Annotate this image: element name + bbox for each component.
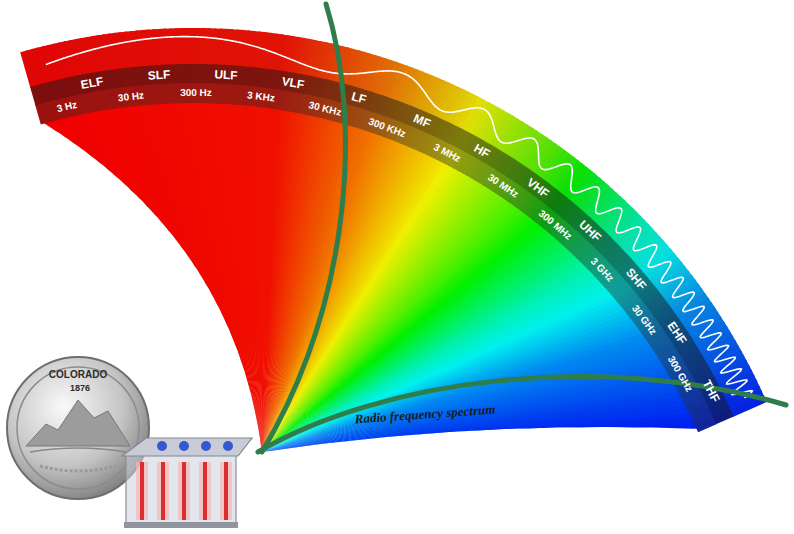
band-name: ULF xyxy=(214,68,238,81)
device-knob xyxy=(223,441,233,451)
fan-slice xyxy=(157,94,262,452)
fan-slice xyxy=(212,93,262,452)
coin-ring xyxy=(17,367,139,489)
fan-slice xyxy=(202,93,262,452)
device-tube-glow xyxy=(136,462,148,520)
device-tube-glow xyxy=(178,462,190,520)
band-name: UHF xyxy=(577,218,603,244)
frequency-label: 3 KHz xyxy=(246,90,275,103)
fan-slice xyxy=(172,93,262,452)
device-tube xyxy=(140,462,144,520)
device-tube xyxy=(161,462,165,520)
device-base xyxy=(124,522,238,528)
device-knob xyxy=(157,441,167,451)
fan-slice xyxy=(222,94,262,452)
fan-slice xyxy=(262,422,707,452)
fan-slice xyxy=(192,93,262,452)
coin-inscription xyxy=(40,466,116,471)
device-knob xyxy=(201,441,211,451)
band-name: EHF xyxy=(665,320,688,347)
frequency-label: 300 KHz xyxy=(367,116,407,139)
band-name: VHF xyxy=(525,176,551,200)
device-tube-glow xyxy=(157,462,169,520)
band-name: SHF xyxy=(624,266,649,292)
green-curve xyxy=(258,377,786,452)
frequency-label: 30 GHz xyxy=(630,303,658,336)
green-curve xyxy=(262,4,345,452)
fan-slice xyxy=(197,93,262,452)
fan-slice xyxy=(232,94,262,452)
caption: Radio frequency spectrum xyxy=(354,403,495,426)
device-tube xyxy=(203,462,207,520)
band-name: THF xyxy=(700,378,721,404)
fan-slice xyxy=(152,94,262,452)
coin-ground xyxy=(30,448,126,452)
frequency-label: 30 MHz xyxy=(486,172,520,199)
frequency-label: 300 MHz xyxy=(536,208,573,241)
device-lid xyxy=(122,438,252,456)
device-body xyxy=(126,455,236,525)
frequency-label: 3 GHz xyxy=(589,256,616,283)
band-name: MF xyxy=(411,112,432,130)
fan-slice xyxy=(227,94,262,452)
band-name: SLF xyxy=(147,68,170,81)
band-name: HF xyxy=(472,142,492,160)
fan-slice xyxy=(182,93,262,452)
frequency-label: 300 GHz xyxy=(665,354,693,393)
fan-slice xyxy=(167,93,262,452)
frequency-label: 30 Hz xyxy=(117,90,144,103)
band-segment xyxy=(695,418,716,433)
fan-slice xyxy=(162,94,262,453)
device-tube-glow xyxy=(199,462,211,520)
band-name: LF xyxy=(350,90,367,106)
frequency-label: 30 KHz xyxy=(307,100,342,118)
fan-slice xyxy=(207,93,262,452)
device-tube-glow xyxy=(220,462,232,520)
device-tube xyxy=(224,462,228,520)
spectrum-bands xyxy=(20,28,767,432)
frequency-label: 3 Hz xyxy=(55,100,77,114)
coin-year: 1876 xyxy=(70,384,90,393)
frequency-label: 300 Hz xyxy=(180,88,212,98)
frequency-label: 3 MHz xyxy=(431,142,461,164)
capacitor-device xyxy=(122,438,252,528)
fan-slice xyxy=(177,93,262,452)
device-knob xyxy=(179,441,189,451)
band-segment xyxy=(713,410,734,425)
band-name: VLF xyxy=(281,75,305,91)
wave-line xyxy=(46,37,753,398)
coin-text: COLORADO xyxy=(49,370,107,380)
fan-slice xyxy=(262,417,705,452)
band-name: ELF xyxy=(80,75,104,91)
fan-slice xyxy=(217,94,262,453)
coin-mountain xyxy=(26,400,130,446)
fan-slice xyxy=(187,93,262,452)
device-tube xyxy=(182,462,186,520)
